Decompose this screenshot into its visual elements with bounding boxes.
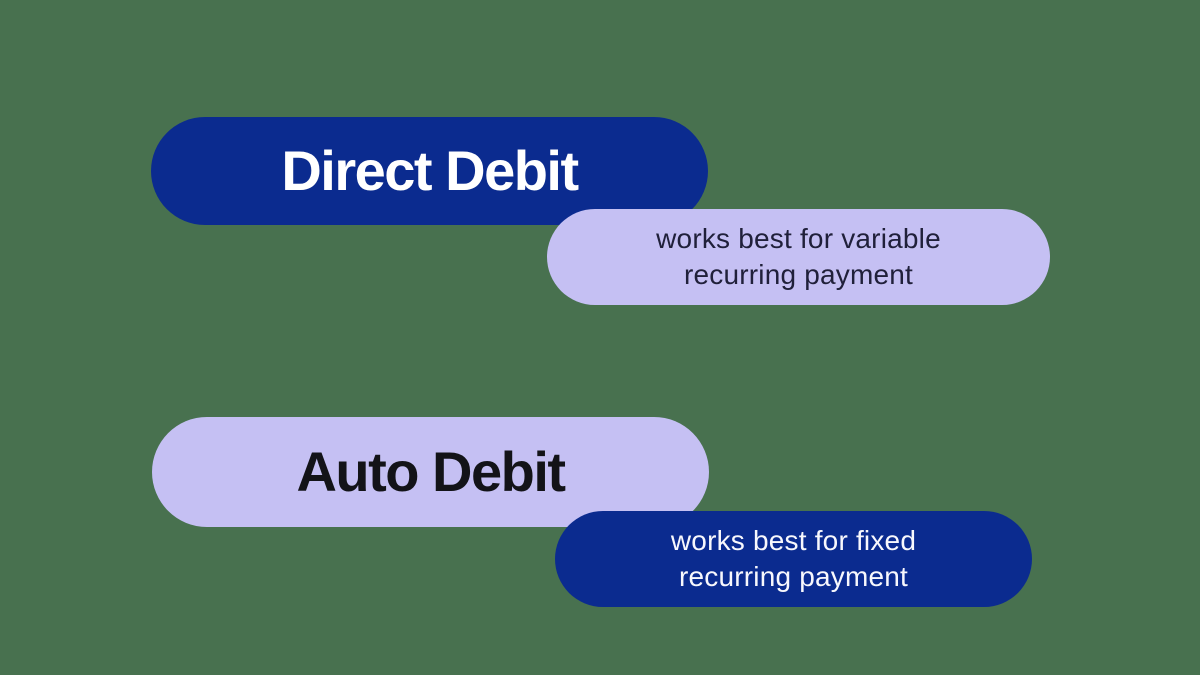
auto-debit-note-pill: works best for fixed recurring payment bbox=[555, 511, 1032, 607]
direct-debit-note-line1: works best for variable bbox=[656, 223, 941, 254]
auto-debit-pill: Auto Debit bbox=[152, 417, 709, 527]
auto-debit-note-line2: recurring payment bbox=[678, 561, 909, 592]
auto-debit-note-line1: works best for fixed bbox=[670, 525, 917, 556]
direct-debit-note-line2: recurring payment bbox=[683, 259, 914, 290]
auto-debit-title: Auto Debit bbox=[296, 440, 566, 503]
direct-debit-title: Direct Debit bbox=[281, 139, 579, 202]
direct-debit-note: works best for variable recurring paymen… bbox=[656, 221, 941, 293]
direct-debit-note-pill: works best for variable recurring paymen… bbox=[547, 209, 1050, 305]
direct-debit-pill: Direct Debit bbox=[151, 117, 708, 225]
auto-debit-note: works best for fixed recurring payment bbox=[671, 523, 916, 595]
